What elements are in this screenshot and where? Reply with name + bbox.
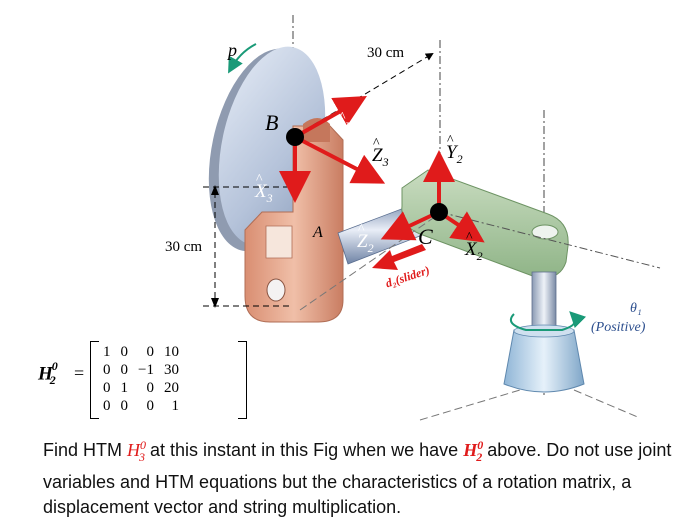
guide-line-3 bbox=[419, 389, 521, 421]
label-p: p bbox=[228, 40, 237, 60]
matrix-cell: 1 bbox=[103, 343, 111, 360]
matrix-bracket-right bbox=[238, 341, 247, 419]
matrix-cell: 0 bbox=[103, 361, 111, 378]
label-y3: Y3 bbox=[338, 111, 355, 142]
matrix-bracket-left bbox=[90, 341, 99, 419]
label-y2: Y2 bbox=[446, 134, 463, 165]
guide-line-4 bbox=[573, 389, 641, 419]
matrix-cell: 30 bbox=[163, 361, 179, 378]
guide-line-2 bbox=[299, 211, 443, 311]
label-z3: Z3 bbox=[372, 137, 389, 168]
matrix-table: 1 0 0 10 0 0 −1 30 0 1 0 20 0 0 0 1 bbox=[98, 343, 184, 415]
matrix-cell: 0 bbox=[120, 343, 129, 360]
matrix-cell: 0 bbox=[120, 361, 129, 378]
matrix-cell: 20 bbox=[163, 379, 179, 396]
matrix-row: 0 0 −1 30 bbox=[98, 361, 184, 379]
label-c: C bbox=[418, 224, 433, 249]
label-z2: Z2 bbox=[357, 223, 374, 254]
matrix-cell: 1 bbox=[120, 379, 129, 396]
matrix-row: 1 0 0 10 bbox=[98, 343, 184, 361]
link-a-body bbox=[244, 125, 344, 323]
link-a-slot bbox=[265, 225, 293, 259]
point-b-dot bbox=[286, 128, 304, 146]
theta-note: (Positive) bbox=[591, 320, 646, 335]
base bbox=[503, 329, 585, 393]
post bbox=[531, 271, 557, 333]
label-b: B bbox=[265, 110, 279, 135]
point-c-dot bbox=[430, 203, 448, 221]
axis-z2 bbox=[380, 210, 440, 241]
theta-label: θ₁ bbox=[630, 301, 642, 316]
matrix-cell: −1 bbox=[138, 361, 154, 378]
link-a-hole bbox=[266, 278, 286, 302]
matrix-cell: 0 bbox=[146, 379, 154, 396]
dim-left-arrow-up bbox=[211, 185, 219, 195]
label-x3: X3 bbox=[255, 173, 273, 204]
matrix-equals: = bbox=[74, 363, 85, 383]
slider-arrow bbox=[372, 244, 426, 270]
question-part-2: at this instant in this Fig when we have bbox=[145, 440, 464, 460]
question-text: Find HTM H03 at this instant in this Fig… bbox=[43, 433, 683, 520]
p-rotation-arrow bbox=[228, 43, 257, 74]
axis-z3 bbox=[294, 135, 386, 184]
matrix-cell: 0 bbox=[103, 397, 111, 414]
dim-left-label: 30 cm bbox=[165, 239, 203, 255]
matrix-cell: 0 bbox=[103, 379, 111, 396]
matrix-cell: 1 bbox=[171, 397, 179, 414]
label-a: A bbox=[313, 224, 323, 241]
matrix-cell: 0 bbox=[146, 397, 154, 414]
matrix-row: 0 1 0 20 bbox=[98, 379, 184, 397]
question-h2: H02 bbox=[463, 438, 484, 464]
matrix-cell: 10 bbox=[163, 343, 179, 360]
matrix-label: H02 bbox=[38, 359, 58, 388]
theta-rotation-arrow bbox=[510, 311, 587, 331]
matrix-cell: 0 bbox=[146, 343, 154, 360]
axis-y3 bbox=[294, 96, 367, 139]
question-part-3: above. Do not use joint variables and HT… bbox=[43, 440, 672, 517]
question-part-1: Find HTM bbox=[43, 440, 128, 460]
dim-top-label: 30 cm bbox=[367, 45, 405, 61]
label-x2: X2 bbox=[465, 231, 483, 262]
question-h3: H03 bbox=[127, 438, 147, 464]
matrix-row: 0 0 0 1 bbox=[98, 397, 184, 415]
link-a-lug bbox=[303, 118, 330, 142]
matrix-cell: 0 bbox=[120, 397, 129, 414]
dim-left-arrow-down bbox=[211, 298, 219, 308]
